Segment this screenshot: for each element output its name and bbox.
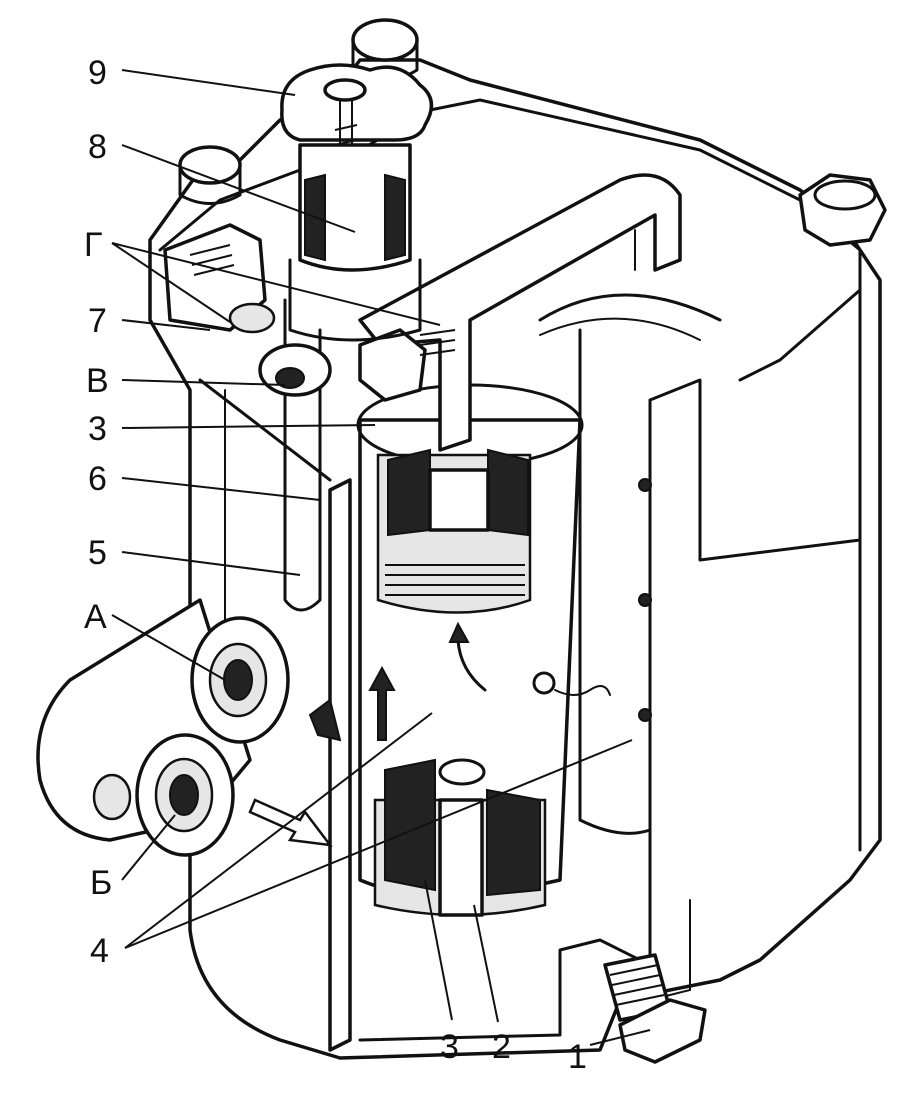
label-7: 7	[88, 302, 107, 340]
hex-bolt-right	[798, 173, 887, 247]
hex-bolt-front	[358, 328, 456, 402]
label-9: 9	[88, 54, 107, 92]
label-v: В	[86, 362, 109, 400]
drain-plug	[603, 953, 707, 1064]
label-3-bottom: 3	[440, 1028, 459, 1066]
second-filter-element	[538, 293, 722, 835]
label-8: 8	[88, 128, 107, 166]
label-3-top: 3	[88, 410, 107, 448]
label-a: А	[84, 598, 107, 636]
outlet-port-b	[135, 733, 235, 857]
tie-bar	[358, 173, 682, 452]
label-g: Г	[84, 226, 102, 264]
label-b: Б	[90, 864, 112, 902]
label-2: 2	[492, 1028, 511, 1066]
bleed-screw-assembly	[163, 223, 332, 397]
pump-valve-body	[288, 143, 422, 342]
inlet-port-a	[190, 616, 290, 744]
label-1: 1	[568, 1038, 587, 1076]
label-5: 5	[88, 534, 107, 572]
label-4: 4	[90, 932, 109, 970]
label-6: 6	[88, 460, 107, 498]
flow-arrows	[248, 621, 487, 847]
nut-top-left	[178, 145, 242, 205]
leader-lines	[111, 69, 651, 1046]
filter-element	[356, 383, 611, 917]
